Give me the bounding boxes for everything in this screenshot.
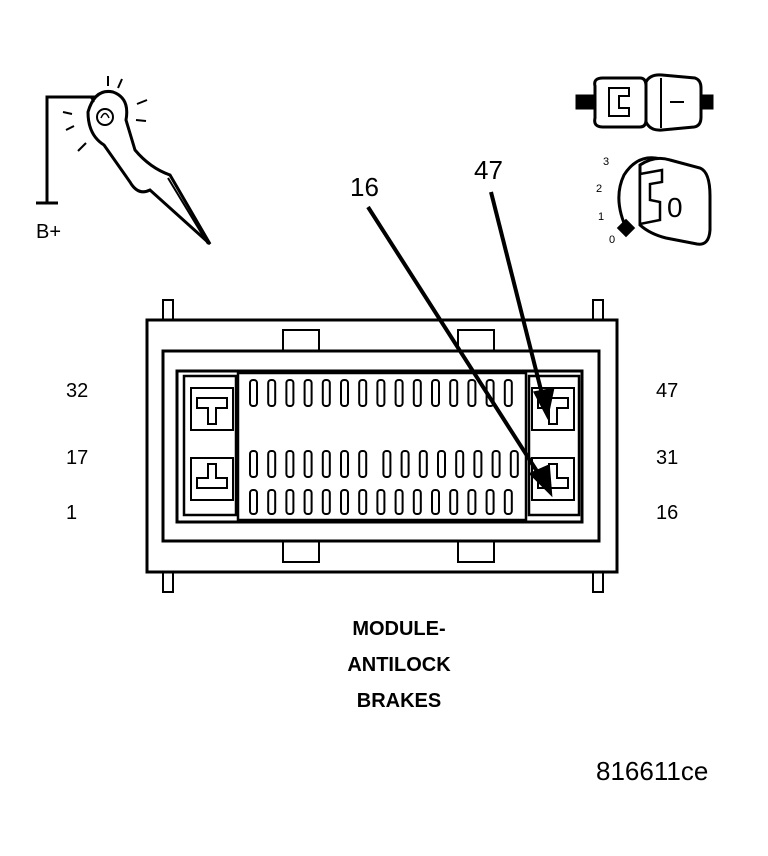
arrowhead-16 <box>528 464 553 498</box>
pin-cavity <box>285 379 295 407</box>
test-light-icon <box>36 76 212 246</box>
pin-label-right-31: 31 <box>656 447 679 469</box>
pin-cavity <box>418 450 428 478</box>
pin-cavity <box>358 379 368 407</box>
pin-cavity <box>437 450 446 478</box>
connector-body <box>145 299 619 593</box>
pin-label-right-16: 16 <box>656 502 679 524</box>
pin-cavity <box>509 450 519 478</box>
pin-cavity <box>267 489 277 515</box>
caption-line-1: MODULE- <box>352 618 446 640</box>
pin-cavity <box>340 450 349 478</box>
pin-cavity <box>449 379 459 407</box>
arrowhead-47 <box>532 387 555 420</box>
pin-cavity <box>303 450 313 478</box>
pin-cavity <box>412 489 422 515</box>
pin-cavity <box>321 379 331 407</box>
pin-cavity <box>340 489 349 515</box>
pin-cavities <box>249 379 519 515</box>
ignition-position-2: 2 <box>596 183 603 195</box>
ignition-position-0: 0 <box>609 234 616 246</box>
pin-cavity <box>267 450 277 478</box>
callout-16: 16 <box>350 172 379 202</box>
pin-label-left-1: 1 <box>66 502 78 524</box>
pin-cavity <box>412 379 422 407</box>
pin-cavity <box>376 379 386 407</box>
pin-label-right-47: 47 <box>656 380 679 402</box>
caption-line-3: BRAKES <box>356 690 442 712</box>
connector-plug-icon <box>575 73 714 132</box>
figure-id: 816611ce <box>596 756 709 786</box>
pin-label-left-32: 32 <box>66 380 89 402</box>
pin-cavity <box>285 450 295 478</box>
pin-cavity <box>358 450 368 478</box>
pin-cavity <box>394 489 404 515</box>
leader-16 <box>366 205 542 478</box>
pin-cavity <box>303 489 313 515</box>
caption-line-2: ANTILOCK <box>347 654 451 676</box>
b-plus-label: B+ <box>36 221 62 243</box>
ignition-key-label: 0 <box>667 192 683 223</box>
pin-cavity <box>303 379 313 407</box>
pin-cavity <box>376 489 386 515</box>
pin-cavity <box>431 379 440 407</box>
pin-cavity <box>394 379 404 407</box>
pin-cavity <box>321 450 331 478</box>
pin-cavity <box>382 450 392 478</box>
pin-cavity <box>340 379 349 407</box>
pin-cavity <box>249 489 258 515</box>
leader-47 <box>489 191 545 399</box>
pin-cavity <box>358 489 368 515</box>
pin-cavity <box>503 489 513 515</box>
callout-arrows <box>366 191 555 498</box>
pin-cavity <box>285 489 295 515</box>
pin-cavity <box>249 450 258 478</box>
pin-cavity <box>473 450 483 478</box>
pin-cavity <box>467 489 477 515</box>
pin-cavity <box>503 379 513 407</box>
pin-cavity <box>449 489 459 515</box>
callout-47: 47 <box>474 155 503 185</box>
pin-cavity <box>455 450 465 478</box>
ignition-position-1: 1 <box>598 211 605 223</box>
pin-cavity <box>249 379 258 407</box>
ignition-position-3: 3 <box>603 156 610 168</box>
pin-cavity <box>321 489 331 515</box>
pin-cavity <box>467 379 477 407</box>
pin-cavity <box>491 450 501 478</box>
ignition-switch-icon <box>616 156 712 246</box>
pin-cavity <box>400 450 410 478</box>
pin-cavity <box>485 489 495 515</box>
pin-cavity <box>267 379 277 407</box>
pin-cavity <box>431 489 440 515</box>
pin-label-left-17: 17 <box>66 447 89 469</box>
